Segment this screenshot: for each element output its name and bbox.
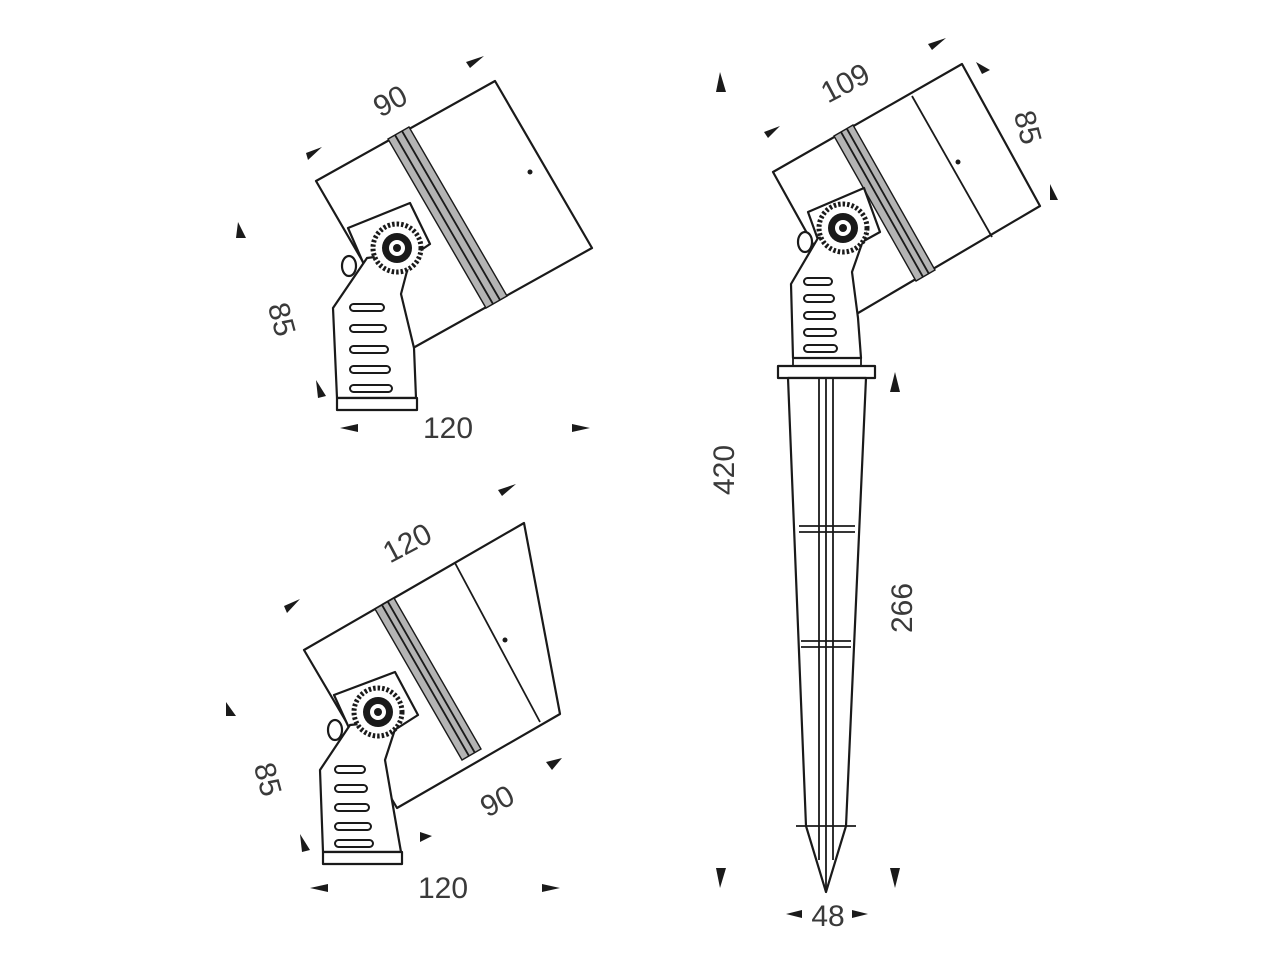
stake-length-label: 266 xyxy=(886,583,919,633)
top-width-label: 109 xyxy=(816,57,876,110)
mounting-bracket xyxy=(789,186,882,360)
view-bottom-left: 120 85 90 120 xyxy=(226,484,562,905)
dimension-markers xyxy=(226,484,562,892)
front-width-label: 90 xyxy=(475,779,520,824)
base-width-label: 120 xyxy=(423,412,473,445)
top-width-label: 90 xyxy=(368,79,413,124)
ground-stake xyxy=(776,357,877,894)
total-height-label: 420 xyxy=(708,445,741,495)
side-height-label: 85 xyxy=(261,299,302,340)
dimension-markers xyxy=(716,38,1058,918)
mounting-bracket xyxy=(318,670,420,866)
top-length-label: 120 xyxy=(378,517,438,570)
mounting-bracket xyxy=(331,201,432,412)
view-right: 109 85 420 266 48 xyxy=(708,38,1058,933)
dimension-markers xyxy=(236,56,590,432)
side-height-label: 85 xyxy=(247,759,288,800)
view-top-left: 90 85 120 xyxy=(236,56,594,445)
stake-width-label: 48 xyxy=(811,900,844,933)
side-height-label: 85 xyxy=(1007,107,1048,148)
base-width-label: 120 xyxy=(418,872,468,905)
